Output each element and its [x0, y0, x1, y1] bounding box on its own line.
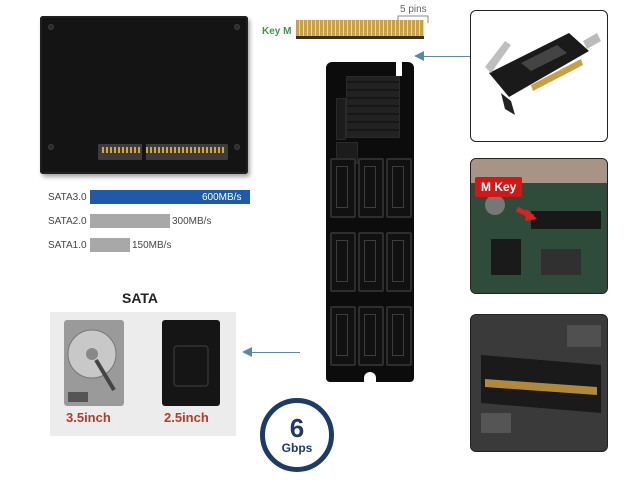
motherboard-m-key-photo: M Key: [470, 158, 608, 294]
ssd-icon: [162, 320, 220, 406]
speed-label-sata3: SATA3.0: [48, 192, 87, 203]
speed-unit: Gbps: [281, 441, 313, 455]
arrow-left-icon: [414, 51, 424, 61]
sata-connector: [98, 144, 228, 160]
arrow-line: [420, 56, 470, 57]
sata-title: SATA: [122, 290, 159, 306]
five-pins-label: 5 pins: [400, 4, 427, 15]
m2-slot-closeup-photo: [470, 314, 608, 452]
arrow-left-icon-2: [242, 347, 252, 357]
ssd-drive-image: [40, 16, 248, 174]
m2-sata-adapter-card: [326, 62, 414, 382]
arrow-line-2: [248, 352, 300, 353]
pcie-adapter-photo: [470, 10, 608, 142]
gold-pins-strip: [296, 20, 424, 39]
hdd-icon: [64, 320, 124, 406]
speed-label-sata2: SATA2.0: [48, 216, 87, 227]
speed-bar-sata2: [90, 214, 170, 228]
card-notch: [396, 62, 402, 76]
speed-value-sata3: 600MB/s: [202, 192, 242, 203]
speed-value-sata2: 300MB/s: [172, 216, 212, 227]
m-key-tag: M Key: [475, 177, 523, 197]
speed-value-sata1: 150MB/s: [132, 240, 172, 251]
key-m-label: Key M: [262, 26, 292, 37]
motherboard-graphic: [471, 159, 607, 293]
speed-bar-sata3: [90, 190, 250, 204]
speed-bar-sata1: [90, 238, 130, 252]
sata-drives-panel: 3.5inch 2.5inch: [50, 312, 236, 436]
speed-label-sata1: SATA1.0: [48, 240, 87, 251]
pcie-card-graphic: [485, 33, 601, 115]
speed-number: 6: [289, 413, 305, 443]
size-3-5-label: 3.5inch: [66, 410, 111, 425]
m2-slot-graphic: [471, 315, 607, 451]
size-2-5-label: 2.5inch: [164, 410, 209, 425]
speed-badge: 6 Gbps: [260, 398, 334, 472]
bracket-icon: [397, 15, 429, 23]
